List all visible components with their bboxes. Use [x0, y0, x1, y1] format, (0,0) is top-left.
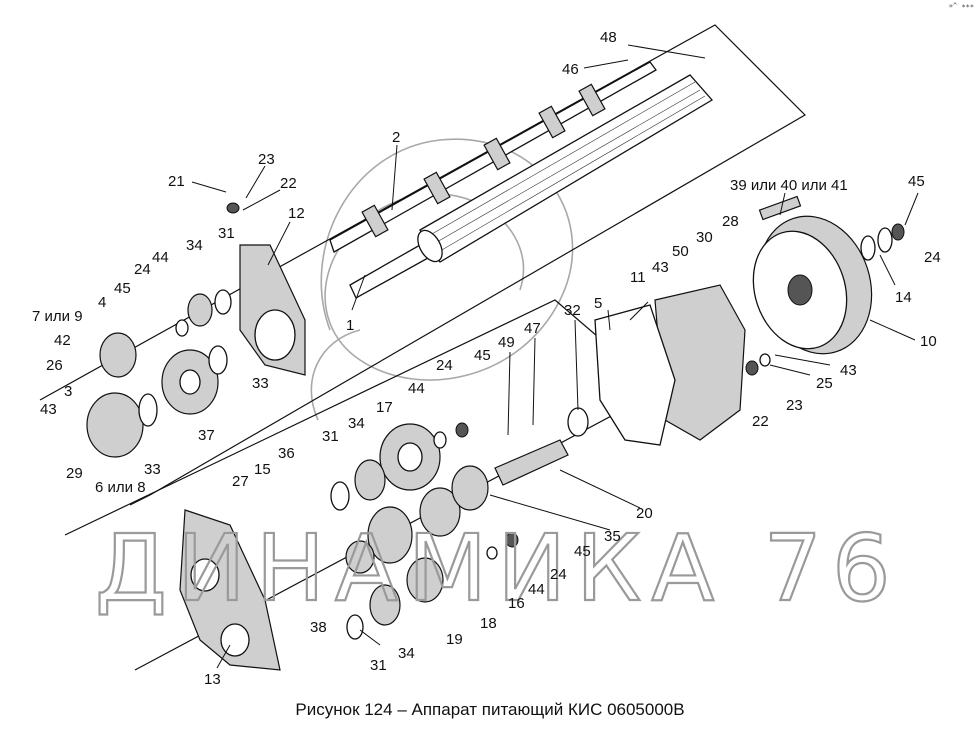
callout-30: 30: [696, 229, 713, 246]
callout-2: 2: [392, 129, 400, 146]
callout-43-mid: 43: [652, 259, 669, 276]
callout-16: 16: [508, 595, 525, 612]
callout-10: 10: [920, 333, 937, 350]
callout-11: 11: [630, 269, 646, 286]
callout-45-right: 45: [908, 173, 925, 190]
callout-numbers: 48 46 2 1 21 23 22 12 34 31 44 24 45 4 7…: [32, 29, 941, 688]
callout-46: 46: [562, 61, 579, 78]
callout-38: 38: [310, 619, 327, 636]
callout-24: 24: [134, 261, 151, 278]
callout-4: 4: [98, 294, 106, 311]
callout-50: 50: [672, 243, 689, 260]
callout-31-low: 31: [370, 657, 387, 674]
callout-44-mid: 44: [408, 380, 425, 397]
roller-1: [349, 74, 714, 299]
leader-lines: [191, 44, 919, 669]
pulley-10: [752, 195, 873, 355]
callout-34-low: 34: [398, 645, 415, 662]
callout-17: 17: [376, 399, 393, 416]
callout-33-bottom: 33: [144, 461, 161, 478]
callout-3: 3: [64, 383, 72, 400]
callout-49: 49: [498, 334, 515, 351]
callout-1: 1: [346, 317, 354, 334]
callout-28: 28: [722, 213, 739, 230]
callout-19: 19: [446, 631, 463, 648]
callout-26: 26: [46, 357, 63, 374]
callout-23: 23: [258, 151, 275, 168]
callout-36: 36: [278, 445, 295, 462]
callout-43-right: 43: [840, 362, 857, 379]
cover-11: [594, 284, 746, 446]
callout-43-left: 43: [40, 401, 57, 418]
callout-34-mid: 34: [348, 415, 365, 432]
callout-39-40-41: 39 или 40 или 41: [730, 177, 848, 194]
callout-31-mid: 31: [322, 428, 339, 445]
housing-13: [179, 509, 281, 671]
callout-42: 42: [54, 332, 71, 349]
callout-21: 21: [168, 173, 185, 190]
callout-22: 22: [280, 175, 297, 192]
callout-34: 34: [186, 237, 203, 254]
callout-44-low: 44: [528, 581, 545, 598]
callout-33: 33: [252, 375, 269, 392]
callout-7-or-9: 7 или 9: [32, 308, 83, 325]
callout-24-mid: 24: [436, 357, 453, 374]
callout-18: 18: [480, 615, 497, 632]
callout-37: 37: [198, 427, 215, 444]
callout-5: 5: [594, 295, 602, 312]
shaft-2: [329, 61, 657, 253]
watermark-text: ДИНАМИКА 76: [95, 515, 901, 622]
callout-24-low: 24: [550, 566, 567, 583]
callout-44: 44: [152, 249, 169, 266]
callout-29: 29: [66, 465, 83, 482]
callout-48: 48: [600, 29, 617, 46]
callout-24-right: 24: [924, 249, 941, 266]
callout-47: 47: [524, 320, 541, 337]
corner-mark: »^ ∗∗∗: [948, 2, 974, 10]
callout-27: 27: [232, 473, 249, 490]
callout-25: 25: [816, 375, 833, 392]
callout-12: 12: [288, 205, 305, 222]
figure-caption: Рисунок 124 – Аппарат питающий КИС 06050…: [295, 700, 685, 719]
housing-12: [239, 244, 306, 376]
callout-6-or-8: 6 или 8: [95, 479, 146, 496]
callout-15: 15: [254, 461, 271, 478]
callout-22-right: 22: [752, 413, 769, 430]
callout-45-low: 45: [574, 543, 591, 560]
callout-14: 14: [895, 289, 912, 306]
callout-32: 32: [564, 302, 581, 319]
callout-13: 13: [204, 671, 221, 688]
callout-23-right: 23: [786, 397, 803, 414]
callout-20: 20: [636, 505, 653, 522]
callout-45: 45: [114, 280, 131, 297]
callout-45-mid: 45: [474, 347, 491, 364]
callout-35: 35: [604, 528, 621, 545]
callout-31: 31: [218, 225, 235, 242]
